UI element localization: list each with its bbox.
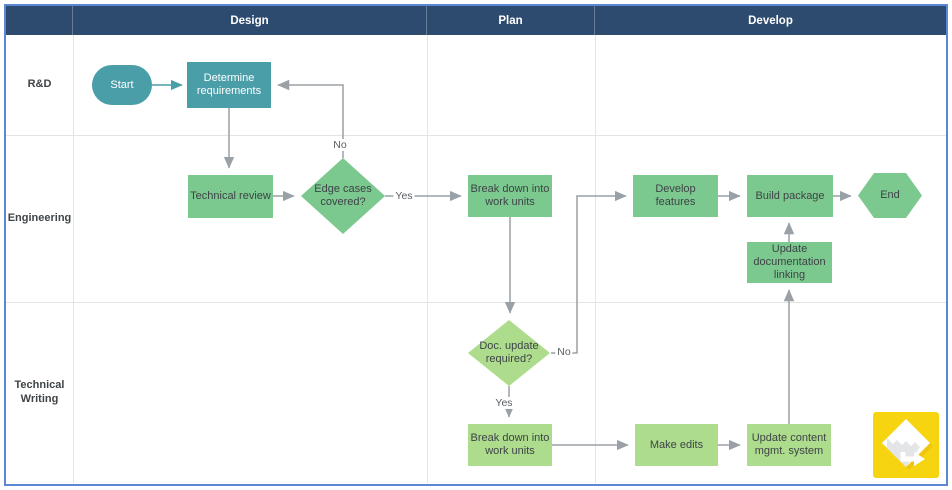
lane-label-engineering: Engineering (7, 211, 72, 224)
node-determine-requirements: Determine requirements (187, 62, 271, 108)
edge-label-yes: Yes (393, 190, 415, 202)
grid-vline-lane-labels (73, 35, 74, 483)
node-start: Start (92, 65, 152, 105)
phase-header-corner (6, 6, 73, 35)
node-make-edits: Make edits (635, 424, 718, 466)
node-doc-update-decision: Doc. update required? (468, 320, 550, 386)
lane-label-technical-writing: Technical Writing (14, 378, 65, 405)
node-end: End (858, 173, 922, 218)
node-update-content-mgmt: Update content mgmt. system (747, 424, 831, 466)
node-break-down-techwriting: Break down into work units (468, 424, 552, 466)
end-label: End (880, 189, 900, 202)
lane-label-rd: R&D (27, 78, 52, 91)
node-build-package: Build package (747, 175, 833, 217)
phase-header-row: Design Plan Develop (6, 6, 946, 35)
phase-header-design: Design (73, 6, 427, 35)
node-edge-cases-decision: Edge cases covered? (301, 158, 385, 234)
edge-label-no: No (331, 139, 349, 151)
grid-hline-rd-engineering (6, 135, 946, 136)
grid-vline-design-plan (427, 35, 428, 483)
edge-label-yes-2: Yes (493, 397, 515, 409)
connector-docupdate-no-to-develop (551, 190, 627, 354)
edge-label-no-2: No (555, 346, 573, 358)
yellow-document-arrow-logo-icon (873, 412, 939, 478)
grid-hline-engineering-techwriting (6, 302, 946, 303)
phase-header-plan: Plan (427, 6, 595, 35)
phase-header-develop: Develop (748, 14, 793, 27)
decision-label: Doc. update required? (479, 340, 539, 365)
node-update-documentation-linking: Update documentation linking (747, 242, 832, 283)
node-develop-features: Develop features (633, 175, 718, 217)
grid-vline-plan-develop (595, 35, 596, 483)
connector-edgecases-no-to-determine (277, 79, 344, 158)
node-technical-review: Technical review (188, 175, 273, 218)
node-break-down-engineering: Break down into work units (468, 175, 552, 217)
decision-label: Edge cases covered? (314, 183, 372, 208)
